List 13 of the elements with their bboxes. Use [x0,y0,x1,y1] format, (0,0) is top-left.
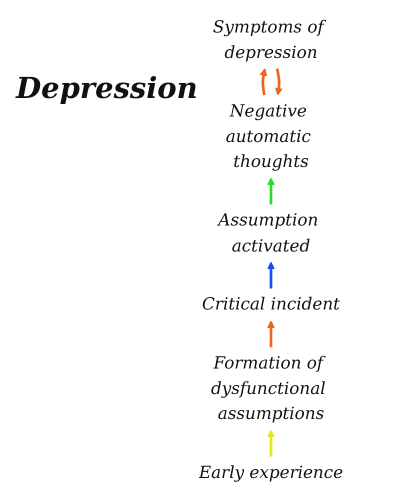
node-text: Negative automatic thoughts [226,101,311,172]
node-text: Formation of dysfunctional assumptions [210,354,326,424]
arrow [267,178,275,204]
arrow [274,68,283,96]
node-text: Assumption activated [218,210,318,256]
node-text: Symptoms of depression [212,17,324,62]
node-text: Critical incident [202,294,340,314]
arrow [260,68,268,96]
arrow [267,320,275,348]
diagram-title: Depression [16,70,198,106]
node-text: Early experience [198,462,344,482]
arrow [267,262,275,288]
arrow [267,430,275,457]
